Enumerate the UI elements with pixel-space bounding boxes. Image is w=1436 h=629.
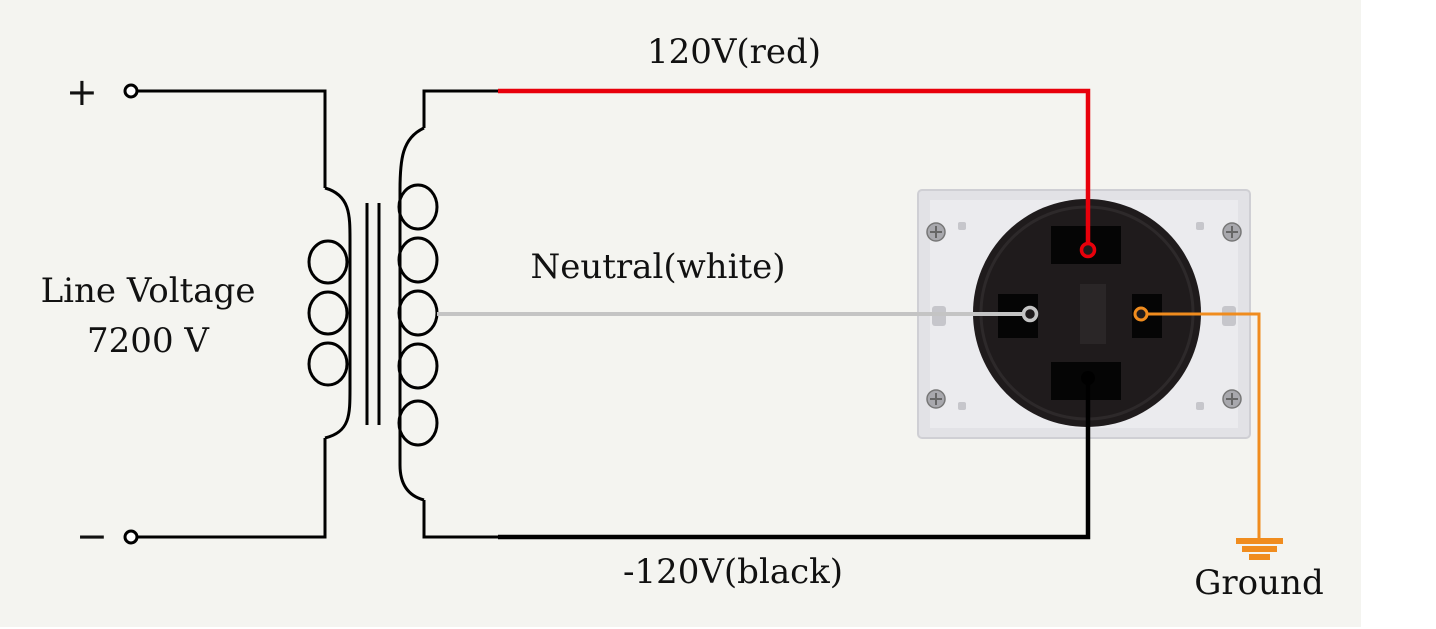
mounting-screw-icon: [926, 222, 1242, 409]
secondary-bottom-lead: [422, 500, 498, 539]
primary-bottom-lead: [137, 438, 327, 539]
ground-label: Ground: [1194, 563, 1323, 603]
neutral-wire-label: Neutral(white): [530, 247, 785, 287]
primary-coil-icon: [307, 186, 352, 440]
black-wire-label: -120V(black): [623, 552, 843, 592]
red-terminal-icon: [1079, 241, 1097, 259]
receptacle-icon: [917, 189, 1251, 439]
secondary-top-lead: [422, 89, 498, 128]
secondary-coil-icon: [397, 126, 439, 502]
ground-terminal-icon: [1133, 306, 1149, 322]
black-terminal-icon: [1081, 371, 1095, 385]
neutral-terminal-icon: [1021, 305, 1039, 323]
plus-terminal-icon: [123, 83, 139, 99]
red-wire-label: 120V(red): [647, 32, 821, 72]
red-hot-wire: [498, 88, 1091, 250]
voltage-value-label: 7200 V: [87, 321, 210, 361]
minus-terminal-icon: [123, 529, 139, 545]
ground-wire: [1141, 312, 1261, 540]
primary-top-lead: [137, 89, 327, 188]
ground-symbol-icon: [1236, 538, 1283, 560]
line-voltage-label: Line Voltage: [41, 271, 256, 311]
minus-sign: −: [76, 514, 108, 558]
plus-sign: +: [66, 70, 98, 114]
black-hot-wire: [498, 378, 1091, 540]
